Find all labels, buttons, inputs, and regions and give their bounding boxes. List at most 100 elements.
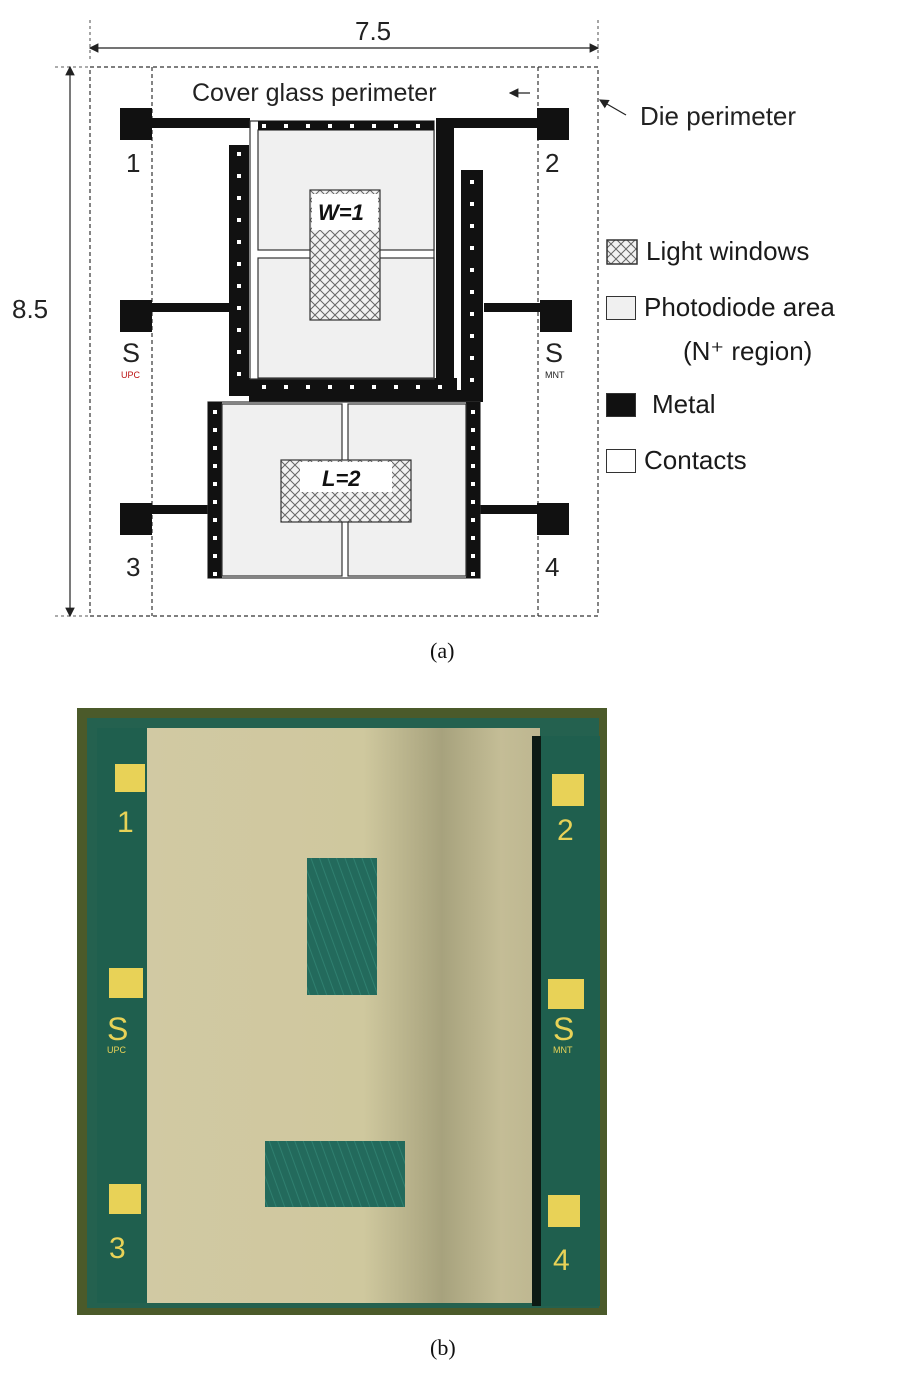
metal-traces — [120, 118, 544, 514]
photo-pad-1-label: 1 — [117, 806, 134, 839]
contact-dot — [213, 500, 217, 504]
photo-pad-s-mnt-sub: MNT — [553, 1045, 573, 1055]
photodiode-swatch — [606, 295, 636, 320]
contact-dot — [471, 500, 475, 504]
contact-dot — [394, 124, 398, 128]
contact-dot — [470, 290, 474, 294]
pad-3 — [120, 503, 152, 535]
photo-pad-3 — [109, 1184, 141, 1214]
pad-3-label: 3 — [126, 552, 140, 582]
legend-contacts: Contacts — [606, 445, 747, 476]
contact-dot — [213, 482, 217, 486]
contact-dot — [394, 385, 398, 389]
legend-light-windows: Light windows — [606, 236, 809, 267]
contact-dot — [372, 124, 376, 128]
legend-metal: Metal — [606, 389, 716, 420]
pad-4-label: 4 — [545, 552, 559, 582]
photo-pad-2 — [552, 774, 584, 806]
contact-dot — [237, 328, 241, 332]
dim-width-label: 7.5 — [355, 16, 391, 46]
contact-dot — [262, 385, 266, 389]
contact-dot — [237, 350, 241, 354]
contact-dot — [471, 536, 475, 540]
cover-glass-dark-edge — [532, 736, 541, 1306]
contact-dot — [237, 218, 241, 222]
contact-dot — [237, 196, 241, 200]
die-perimeter-label: Die perimeter — [640, 101, 796, 131]
photo-pad-s-upc-label: S — [107, 1011, 128, 1047]
photo-window-bottom — [265, 1141, 405, 1207]
contact-dot — [470, 334, 474, 338]
contact-dot — [471, 572, 475, 576]
contact-dot — [237, 152, 241, 156]
contact-dot — [470, 246, 474, 250]
contact-dot — [213, 536, 217, 540]
contact-dot — [237, 306, 241, 310]
contact-dot — [470, 202, 474, 206]
pad-4 — [537, 503, 569, 535]
chip-photograph: 1 S UPC 3 2 S MNT 4 — [77, 708, 607, 1315]
contact-dot — [470, 312, 474, 316]
photo-pad-s-mnt-label: S — [553, 1011, 574, 1047]
die-perimeter-arrow — [598, 99, 627, 116]
dim-height-label: 8.5 — [12, 294, 48, 324]
contact-dot — [237, 262, 241, 266]
contact-dot — [213, 464, 217, 468]
light-window-bottom-label-bg — [300, 462, 392, 492]
photo-pad-4 — [548, 1195, 580, 1227]
photo-pad-s-upc-sub: UPC — [107, 1045, 127, 1055]
contact-dot — [372, 385, 376, 389]
contact-dot — [350, 385, 354, 389]
legend-photodiode-label: Photodiode area — [644, 292, 835, 322]
pad-1-label: 1 — [126, 148, 140, 178]
legend-contacts-label: Contacts — [644, 445, 747, 475]
photo-pad-s-mnt — [548, 979, 584, 1009]
pad-s-mnt-label: S — [545, 338, 563, 368]
caption-b: (b) — [430, 1335, 456, 1360]
contact-dot — [471, 446, 475, 450]
contact-dot — [213, 518, 217, 522]
pad-s-mnt-sub: MNT — [545, 370, 565, 380]
contact-dot — [471, 554, 475, 558]
contact-dot — [328, 385, 332, 389]
legend-photodiode-sub: (N⁺ region) — [683, 336, 813, 366]
contact-dot — [416, 124, 420, 128]
contacts-swatch — [606, 448, 636, 473]
contact-dot — [471, 410, 475, 414]
contact-dot — [284, 124, 288, 128]
contact-dot — [470, 268, 474, 272]
contact-dot — [471, 482, 475, 486]
contact-dot — [471, 464, 475, 468]
legend-photodiode-area: Photodiode area — [606, 292, 835, 323]
legend-light-windows-label: Light windows — [646, 236, 810, 266]
die-perimeter — [89, 66, 599, 617]
pad-s-upc — [120, 300, 152, 332]
photo-window-top — [307, 858, 377, 995]
light-window-top-label-bg — [312, 194, 378, 230]
metal-pads — [120, 108, 572, 535]
photo-pad-3-label: 3 — [109, 1232, 126, 1265]
photo-pad-2-label: 2 — [557, 814, 574, 847]
contact-dot — [213, 410, 217, 414]
contact-dot — [350, 124, 354, 128]
layout-schematic: 7.5 8.5 Cover glass perimeter Die perime… — [12, 16, 796, 618]
contact-dot — [470, 378, 474, 382]
contact-dot — [284, 385, 288, 389]
pad-1 — [120, 108, 152, 140]
cover-glass-label: Cover glass perimeter — [192, 79, 437, 107]
legend-metal-label: Metal — [652, 389, 716, 419]
metal-swatch — [606, 392, 636, 417]
pad-s-mnt — [540, 300, 572, 332]
contact-dot — [470, 356, 474, 360]
contact-dot — [328, 124, 332, 128]
contact-dot — [213, 446, 217, 450]
pad-2 — [537, 108, 569, 140]
contacts — [213, 124, 475, 576]
contact-dot — [438, 385, 442, 389]
contact-dot — [213, 428, 217, 432]
pad-s-upc-sub: UPC — [121, 370, 141, 380]
contact-dot — [471, 428, 475, 432]
contact-dot — [237, 174, 241, 178]
photo-pad-s-upc — [109, 968, 143, 998]
contact-dot — [471, 518, 475, 522]
